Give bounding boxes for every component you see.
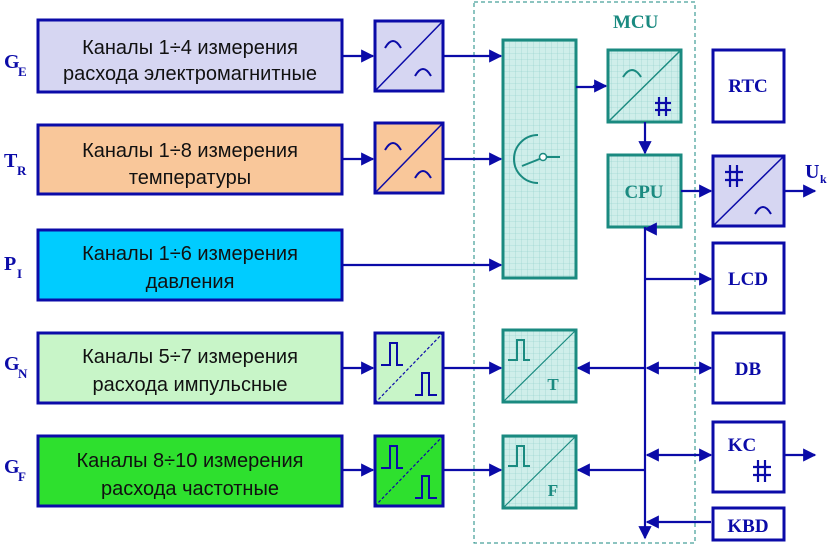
- svg-text:T: T: [547, 375, 559, 394]
- svg-text:Каналы 1÷8 измерения: Каналы 1÷8 измерения: [82, 140, 298, 162]
- svg-text:LCD: LCD: [728, 269, 768, 290]
- svg-text:давления: давления: [146, 271, 235, 293]
- svg-text:KBD: KBD: [727, 516, 768, 537]
- channel-box-flow-impulse: Каналы 5÷7 измерения расхода импульсные: [36, 331, 344, 405]
- svg-text:R: R: [17, 163, 27, 178]
- frequency-counter-block: F: [501, 434, 578, 510]
- channel-box-temperature: Каналы 1÷8 измерения температуры: [36, 123, 344, 196]
- svg-text:температуры: температуры: [129, 167, 251, 189]
- svg-text:KC: KC: [728, 435, 757, 456]
- svg-text:расхода импульсные: расхода импульсные: [93, 374, 288, 396]
- adc-block: [606, 48, 683, 124]
- rtc-block: RTC: [711, 48, 786, 124]
- svg-text:Каналы 1÷4 измерения: Каналы 1÷4 измерения: [82, 37, 298, 59]
- cpu-block: CPU: [606, 153, 683, 229]
- svg-text:F: F: [18, 469, 26, 484]
- kbd-block: KBD: [711, 506, 786, 542]
- channel-box-flow-em: Каналы 1÷4 измерения расхода электромагн…: [36, 18, 344, 94]
- svg-text:U: U: [805, 161, 819, 183]
- svg-text:DB: DB: [735, 359, 762, 380]
- svg-text:CPU: CPU: [624, 182, 663, 203]
- input-symbol-ge: G E: [4, 51, 27, 79]
- svg-text:E: E: [18, 64, 27, 79]
- input-symbol-pi: P I: [4, 253, 22, 281]
- svg-text:T: T: [4, 150, 18, 172]
- mcu-region: [473, 1, 696, 544]
- channel-box-pressure: Каналы 1÷6 измерения давления: [36, 228, 344, 302]
- channel-box-flow-frequency: Каналы 8÷10 измерения расхода частотные: [36, 434, 344, 508]
- converter-temperature: [373, 121, 445, 195]
- converter-flow-em: [373, 19, 445, 93]
- svg-text:G: G: [4, 353, 20, 375]
- svg-text:G: G: [4, 456, 20, 478]
- output-symbol-uk: U k: [805, 161, 827, 186]
- svg-text:P: P: [4, 253, 16, 275]
- multiplexer-block: [501, 38, 578, 280]
- mcu-title: MCU: [613, 12, 659, 33]
- lcd-block: LCD: [711, 241, 786, 315]
- kc-block: KC: [711, 420, 786, 494]
- db-block: DB: [711, 331, 786, 405]
- svg-text:I: I: [17, 266, 22, 281]
- svg-text:N: N: [18, 366, 28, 381]
- dac-output-block: [711, 154, 786, 228]
- pulse-shaper-frequency: [373, 434, 445, 508]
- svg-text:RTC: RTC: [728, 76, 767, 97]
- timer-block: T: [501, 328, 578, 404]
- svg-text:расхода частотные: расхода частотные: [101, 478, 279, 500]
- input-symbol-gf: G F: [4, 456, 26, 484]
- input-symbol-gn: G N: [4, 353, 28, 381]
- svg-text:G: G: [4, 51, 20, 73]
- svg-text:Каналы 1÷6 измерения: Каналы 1÷6 измерения: [82, 243, 298, 265]
- signal-lines: [342, 49, 817, 540]
- input-symbol-tr: T R: [4, 150, 27, 178]
- svg-text:Каналы 8÷10 измерения: Каналы 8÷10 измерения: [77, 450, 304, 472]
- svg-text:расхода электромагнитные: расхода электромагнитные: [63, 63, 317, 85]
- svg-text:F: F: [548, 481, 558, 500]
- svg-text:k: k: [820, 172, 827, 186]
- pulse-shaper-impulse: [373, 331, 445, 405]
- svg-text:Каналы 5÷7 измерения: Каналы 5÷7 измерения: [82, 346, 298, 368]
